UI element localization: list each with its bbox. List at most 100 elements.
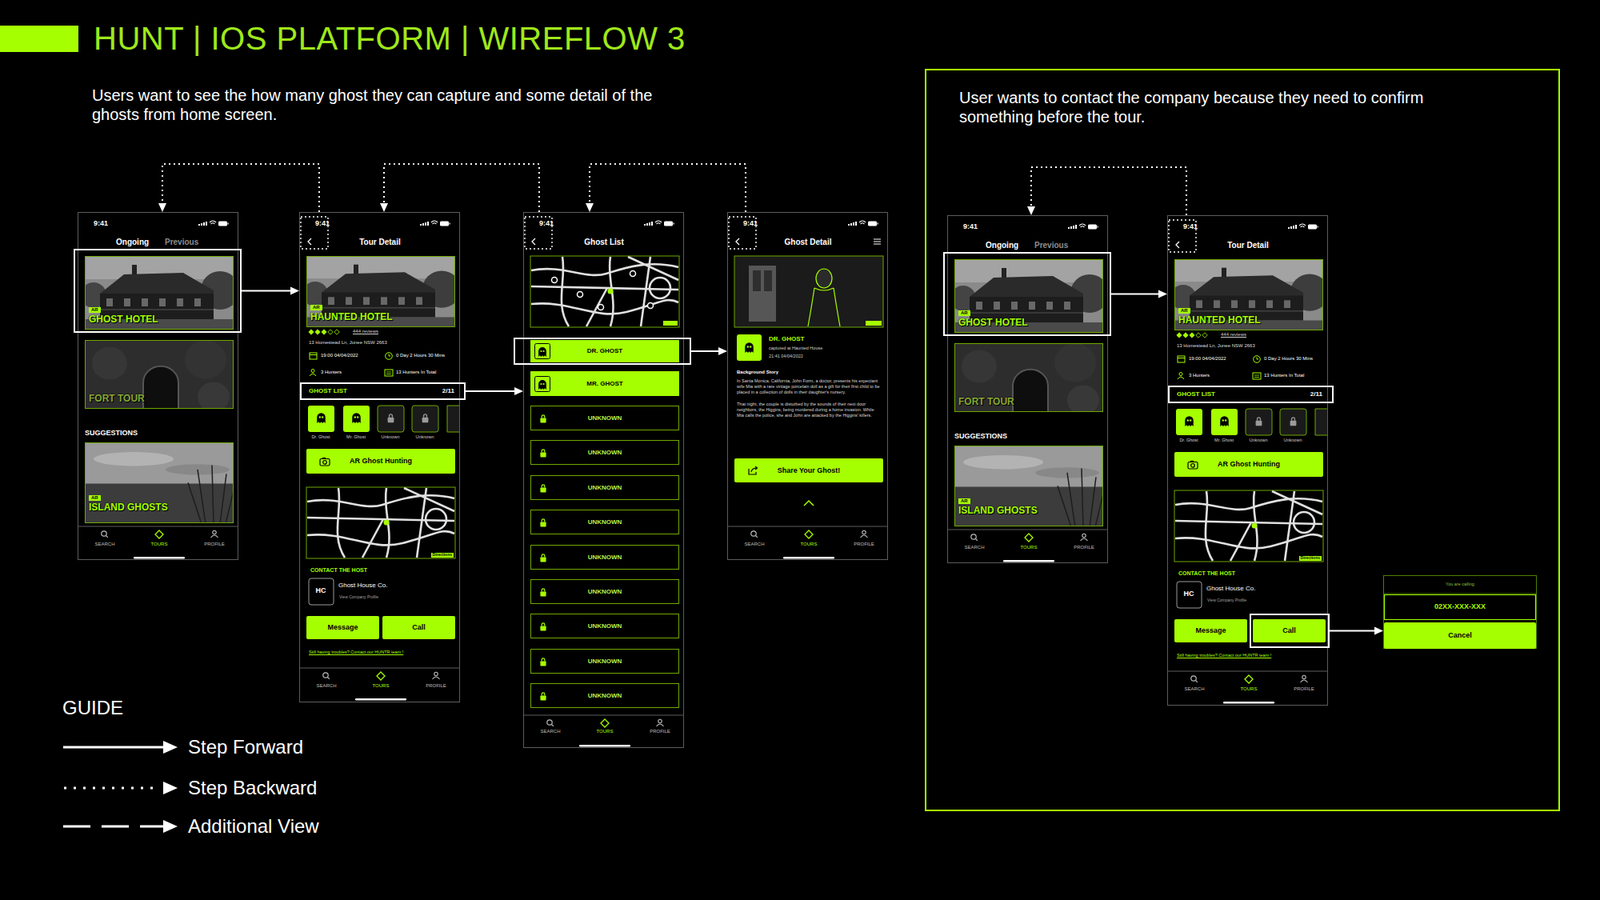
camera-icon [1188,461,1198,469]
arrowhead [380,203,388,212]
action-button: Message [1174,619,1248,643]
button-label: Call [1282,626,1296,635]
signal-icon [1072,225,1075,229]
expand-chevron [804,500,814,506]
button-face: Call [1252,619,1326,643]
grass [188,464,234,524]
window [1196,300,1203,308]
signal-icon [644,224,646,226]
row-label: UNKNOWN [588,588,623,596]
screen-text: Still having troubles? Contact our HUNTR… [308,649,404,655]
map-pin [552,277,558,284]
arch [1012,369,1048,412]
lock-icon [540,660,546,666]
lock-icon [540,414,546,423]
button-icon [319,456,331,467]
hunter-icon [1179,372,1183,376]
lock-icon [1290,420,1297,427]
share-icon [751,466,758,472]
row-label: UNKNOWN [588,484,623,492]
screen-text: Previous [1034,240,1068,251]
sky [1175,260,1324,331]
ghost-row: UNKNOWN [530,440,680,465]
map-pin [630,271,636,277]
lock-icon [540,622,546,631]
row-icon [535,344,551,360]
profile-icon [862,530,866,534]
lock-icon [422,417,429,424]
battery-icon [1308,224,1317,230]
map-location [608,288,614,295]
signal-icon [1292,225,1295,229]
ghost-eye [1222,419,1224,421]
lock-icon [540,588,546,596]
image-badge [865,320,882,326]
ghost-row: UNKNOWN [530,579,680,604]
screen-text: CONTACT THE HOST [1178,570,1236,577]
tours-icon [600,719,609,728]
phone-screen: 9:41OngoingPreviousSUGGESTIONSSEARCHTOUR… [947,215,1108,564]
sea [955,487,1104,528]
ghost-eye [321,416,324,418]
lock-icon [540,521,546,527]
screen-text: PROFILE [649,728,671,735]
button-icon [1187,460,1199,470]
screen-text: 19:00 04/04/2022 [320,352,359,359]
ghost-row: MR. GHOST [530,371,680,396]
screen-text: View Company Profile [339,595,379,600]
lock-icon [540,625,546,631]
house [321,272,436,317]
search-icon [328,677,330,680]
window [124,298,131,307]
screen-text: TOURS [800,541,818,548]
ghost-eye [1189,419,1192,421]
tab-divider [300,668,460,669]
sea [85,484,234,524]
screen-text: Unknown [416,434,435,440]
ar-badge: AR [958,310,971,316]
step-forward-arrow [465,387,524,396]
rating-diamond [1176,332,1182,338]
arrowhead [158,203,167,212]
window [1028,301,1036,310]
ghost-row: UNKNOWN [530,544,680,570]
tours-icon [1024,533,1033,542]
popup-divider [1384,593,1536,595]
porch [1189,310,1304,312]
scenario-note: Users want to see the how many ghost the… [92,85,672,124]
tours-icon [1244,675,1253,684]
row-label: UNKNOWN [588,553,623,561]
lock-icon [1292,417,1296,421]
card-title: GHOST HOTEL [88,314,159,326]
ghost-row: UNKNOWN [530,648,680,674]
lock-icon [540,417,546,423]
ghost-icon [744,342,754,353]
camera-icon [1191,463,1196,468]
battery-icon [218,221,228,227]
rock [92,346,128,380]
map [306,487,456,559]
sky [85,256,234,330]
signal-icon [648,222,651,226]
search-icon [756,536,758,538]
signal-icon [422,223,424,226]
screen-text: TOURS [596,728,614,735]
profile-icon [432,676,440,680]
tours-icon [804,530,813,539]
legend-arrowhead [163,781,178,795]
screen-text: 19:00 04/04/2022 [1188,356,1227,362]
sky [955,260,1104,333]
sky [955,446,1104,527]
screen-text: Mr. Ghost [1214,437,1234,443]
screen-text: SEARCH [94,541,115,548]
button-icon [747,465,759,476]
signal-icon [424,222,427,226]
map-road [1175,520,1323,524]
signal-icon [1075,224,1077,229]
map-frame [1174,490,1324,562]
home-indicator [579,744,631,748]
signal-icon [203,222,205,226]
screen-text: HC [316,586,327,595]
legend-arrowhead [163,740,178,754]
card-title: HAUNTED HOTEL [1178,315,1261,327]
